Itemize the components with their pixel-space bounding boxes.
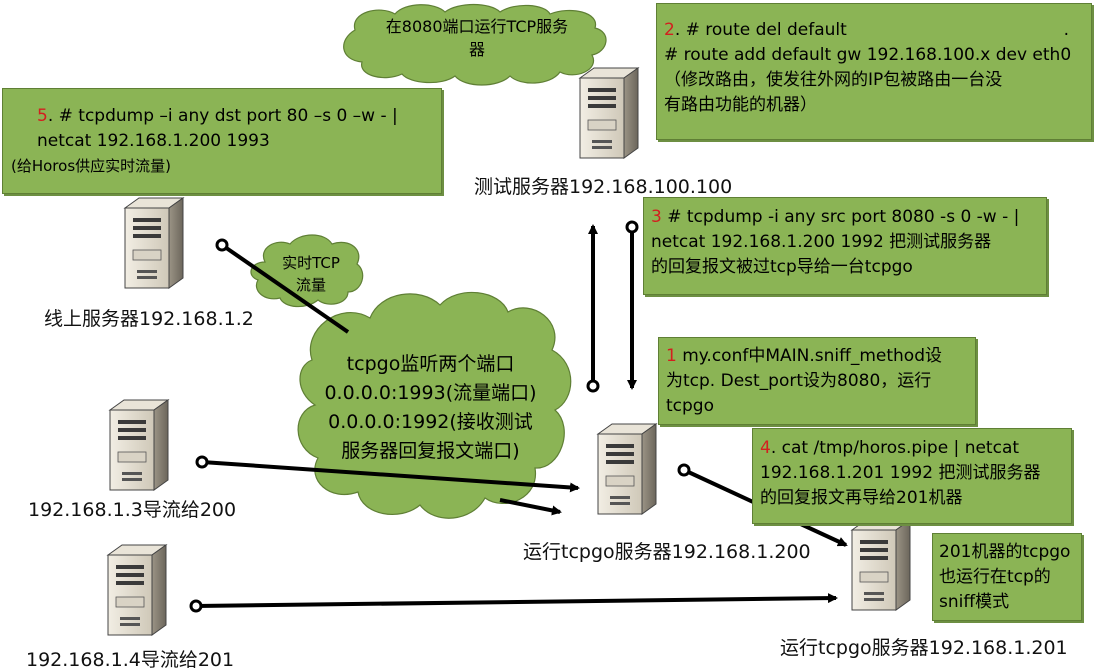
endpoint-14 [189,599,203,613]
server-13-label: 192.168.1.3导流给200 [28,499,237,521]
server-test-icon [579,67,639,159]
cloud-main-shape [297,291,572,519]
endpoint-13 [195,455,209,469]
step1-box: 1 my.conf中MAIN.sniff_method设 为tcp. Dest_… [658,337,976,425]
step2-trailing-dot: . [1063,20,1069,40]
server-14-label: 192.168.1.4导流给201 [26,649,235,671]
cloud-main-line: 服务器回复报文端口) [341,440,520,462]
step1-line: 1 my.conf中MAIN.sniff_method设 [666,346,942,366]
step3-line: netcat 192.168.1.200 1992 把测试服务器 [651,232,992,252]
step1-line: 为tcp. Dest_port设为8080，运行 [666,371,932,391]
step5-line: (给Horos供应实时流量) [11,157,171,175]
server-online-icon [124,197,184,289]
step3-number: 3 [651,207,662,227]
server-14-icon [107,544,167,636]
note201-line: 201机器的tcpgo [939,542,1071,562]
server-test-label: 测试服务器192.168.100.100 [474,176,733,198]
cloud-main-line: 0.0.0.0:1993(流量端口) [324,382,537,404]
note201-box: 201机器的tcpgo 也运行在tcp的 sniff模式 [932,533,1082,621]
server-online-label: 线上服务器192.168.1.2 [44,308,254,330]
step2-box: 2. # route del default # route add defau… [656,3,1092,140]
step4-box: 4. cat /tmp/horos.pipe | netcat 192.168.… [752,428,1072,524]
step3-line: 的回复报文被过tcp导给一台tcpgo [651,257,913,277]
link-online-to-cloud [220,243,350,334]
endpoint-200-up [586,379,600,393]
step2-line: （修改路由，使发往外网的IP包被路由一台没 [664,70,1003,90]
step1-line: tcpgo [666,396,714,416]
step2-number: 2 [664,20,675,40]
endpoint-online [215,238,229,252]
step5-box: 5. # tcpdump –i any dst port 80 –s 0 –w … [2,88,442,194]
server-201-label: 运行tcpgo服务器192.168.1.201 [780,637,1068,659]
note201-line: sniff模式 [939,592,1010,612]
step5-number: 5 [37,106,48,126]
link-endpoints [189,220,691,613]
note201-line: 也运行在tcp的 [939,567,1051,587]
cloud-top-line: 器 [468,40,485,59]
step2-line: # route add default gw 192.168.100.x dev… [664,45,1072,65]
server-201-icon [851,519,911,611]
step5-line: netcat 192.168.1.200 1993 [37,131,270,151]
cloud-top-line: 在8080端口运行TCP服务 [385,17,569,36]
server-13-icon [109,399,169,491]
cloud-realtime-line: 实时TCP [282,254,340,272]
link-14-to-201 [195,593,838,608]
endpoint-test-down [625,220,639,234]
cloud-realtime-line: 流量 [295,276,326,294]
step4-number: 4 [760,438,771,458]
link-13-to-200 [201,460,580,493]
step4-line: 4. cat /tmp/horos.pipe | netcat [760,438,1020,458]
cloud-realtime-shape [250,234,364,308]
cloud-main-text: tcpgo监听两个端口 0.0.0.0:1993(流量端口) 0.0.0.0:1… [298,350,563,466]
step5-line: 5. # tcpdump –i any dst port 80 –s 0 –w … [37,106,398,126]
step2-line: 有路由功能的机器） [664,95,817,115]
step4-line: 的回复报文再导给201机器 [760,488,963,508]
server-200-icon [597,423,657,515]
step4-line: 192.168.1.201 1992 把测试服务器 [760,463,1041,483]
cloud-main-line: tcpgo监听两个端口 [346,353,515,375]
cloud-realtime-text: 实时TCP 流量 [258,252,364,296]
step2-line: 2. # route del default [664,20,847,40]
endpoint-200-right [677,463,691,477]
step1-number: 1 [666,346,677,366]
cloud-main-line: 0.0.0.0:1992(接收测试 [328,411,533,433]
cloud-top-shape [343,3,607,86]
cloud-top-text: 在8080端口运行TCP服务 器 [352,15,602,61]
step3-box: 3 # tcpdump -i any src port 8080 -s 0 -w… [643,197,1047,295]
step3-line: 3 # tcpdump -i any src port 8080 -s 0 -w… [651,207,1020,227]
server-200-label: 运行tcpgo服务器192.168.1.200 [523,541,811,563]
link-13-cloud-branch [499,498,562,516]
